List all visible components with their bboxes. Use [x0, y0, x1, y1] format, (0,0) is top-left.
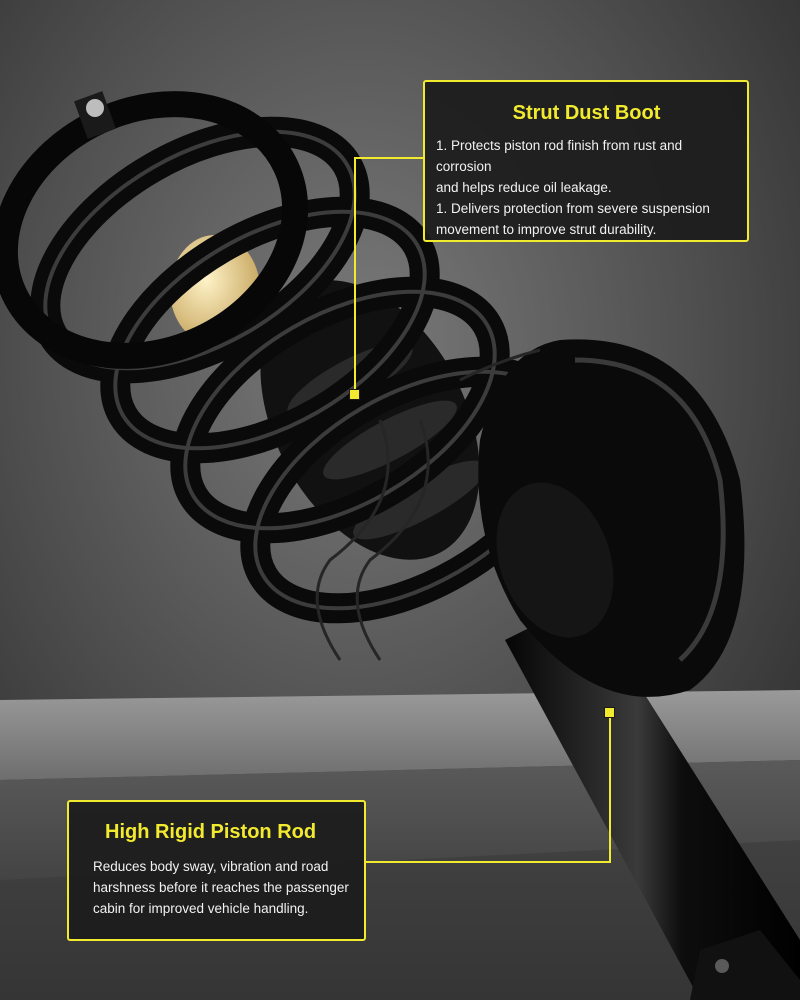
piston-rod-line: cabin for improved vehicle handling. — [93, 901, 309, 916]
piston-rod-callout: High Rigid Piston Rod Reduces body sway,… — [67, 800, 366, 941]
boot-marker — [349, 389, 360, 400]
piston-rod-line: harshness before it reaches the passenge… — [93, 880, 349, 895]
piston-rod-title: High Rigid Piston Rod — [105, 821, 317, 843]
piston-rod-line: Reduces body sway, vibration and road — [93, 859, 329, 874]
lower-spring-seat — [478, 339, 745, 697]
rod-leader-horizontal — [365, 861, 611, 863]
rod-marker — [604, 707, 615, 718]
lower-bracket — [690, 930, 800, 1000]
piston-rod — [505, 600, 800, 1000]
strut-dust-boot-callout: Strut Dust Boot 1. Protects piston rod f… — [423, 80, 749, 242]
boot-leader-vertical — [354, 157, 356, 393]
strut-dust-boot-line: movement to improve strut durability. — [436, 222, 657, 237]
strut-dust-boot-title: Strut Dust Boot — [512, 102, 661, 124]
rod-leader-vertical — [609, 716, 611, 862]
upper-mount — [0, 91, 309, 369]
strut-dust-boot-line: 1. Delivers protection from severe suspe… — [436, 201, 710, 216]
boot-leader-horizontal — [354, 157, 424, 159]
spring-sleeve — [315, 348, 541, 661]
strut-dust-boot-line: and helps reduce oil leakage. — [436, 180, 612, 195]
strut-dust-boot-line: 1. Protects piston rod finish from rust … — [436, 138, 683, 174]
